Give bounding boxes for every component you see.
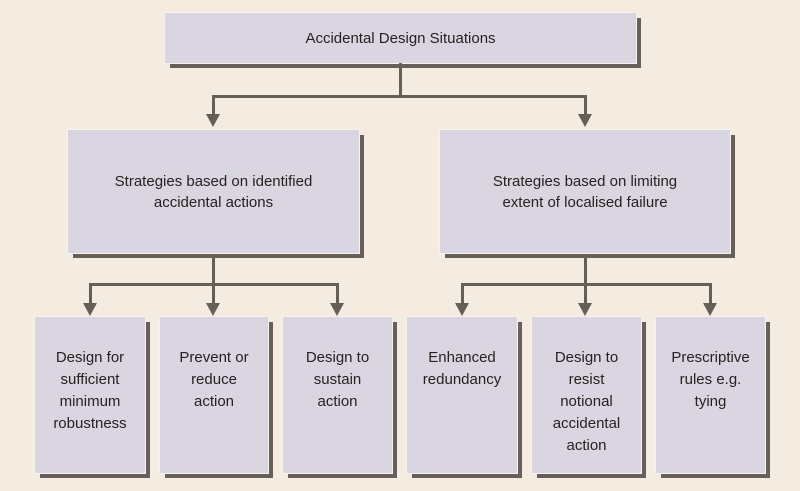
node-branch-localised-failure-label: Strategies based on limiting extent of l… xyxy=(492,172,678,211)
node-leaf-prevent-reduce-action: Prevent or reduce action xyxy=(160,317,268,473)
node-branch-localised-failure: Strategies based on limiting extent of l… xyxy=(440,130,730,253)
arrowhead-leaf3-icon xyxy=(330,303,344,316)
node-leaf-notional-accidental-action-label: Design to resist notional accidental act… xyxy=(552,349,621,454)
node-leaf-enhanced-redundancy: Enhanced redundancy xyxy=(407,317,517,473)
arrowhead-branch-right-icon xyxy=(578,114,592,127)
node-leaf-sustain-action: Design to sustain action xyxy=(283,317,392,473)
connector-leaf2-stem xyxy=(212,283,215,305)
connector-root-crossbar xyxy=(212,95,587,98)
arrowhead-branch-left-icon xyxy=(206,114,220,127)
connector-leaf3-stem xyxy=(336,283,339,305)
node-branch-identified-actions-label: Strategies based on identified accidenta… xyxy=(114,172,313,211)
arrowhead-leaf2-icon xyxy=(206,303,220,316)
node-leaf-enhanced-redundancy-label: Enhanced redundancy xyxy=(422,349,502,388)
arrowhead-leaf4-icon xyxy=(455,303,469,316)
node-root-label: Accidental Design Situations xyxy=(305,29,496,47)
node-leaf-prevent-reduce-action-label: Prevent or reduce action xyxy=(179,349,249,410)
connector-branch-right-stem xyxy=(584,95,587,117)
connector-right-branch-stem xyxy=(584,255,587,286)
node-leaf-prescriptive-rules-label: Prescriptive rules e.g. tying xyxy=(671,349,750,410)
connector-leaf1-stem xyxy=(89,283,92,305)
node-leaf-prescriptive-rules: Prescriptive rules e.g. tying xyxy=(656,317,765,473)
connector-branch-left-stem xyxy=(212,95,215,117)
node-leaf-sustain-action-label: Design to sustain action xyxy=(305,349,370,410)
connector-left-branch-stem xyxy=(212,255,215,286)
connector-leaf4-stem xyxy=(461,283,464,305)
connector-root-stem xyxy=(399,63,402,97)
node-leaf-minimum-robustness: Design for sufficient minimum robustness xyxy=(35,317,145,473)
node-root: Accidental Design Situations xyxy=(165,13,636,63)
node-leaf-minimum-robustness-label: Design for sufficient minimum robustness xyxy=(53,349,127,432)
connector-leaf5-stem xyxy=(584,283,587,305)
arrowhead-leaf5-icon xyxy=(578,303,592,316)
arrowhead-leaf6-icon xyxy=(703,303,717,316)
node-branch-identified-actions: Strategies based on identified accidenta… xyxy=(68,130,359,253)
connector-leaf6-stem xyxy=(709,283,712,305)
node-leaf-notional-accidental-action: Design to resist notional accidental act… xyxy=(532,317,641,473)
arrowhead-leaf1-icon xyxy=(83,303,97,316)
